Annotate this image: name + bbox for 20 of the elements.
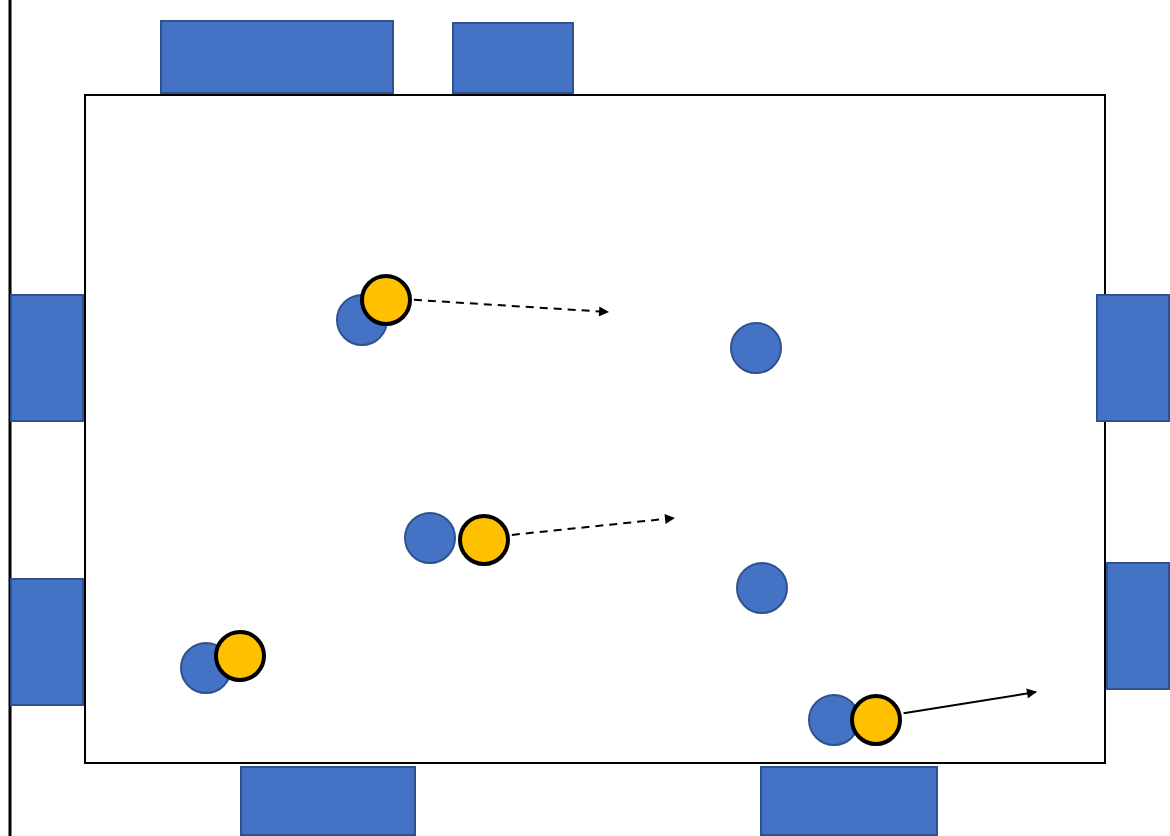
play-area [84,94,1106,764]
wall-segment [240,766,416,836]
wall-segment [1096,294,1170,422]
arrow [510,513,675,536]
target-disc [360,274,412,326]
player-disc [730,322,782,374]
arrow [902,688,1037,715]
wall-segment [760,766,938,836]
player-disc [808,694,860,746]
wall-segment [1106,562,1170,690]
target-disc [214,630,266,682]
wall-segment [10,578,84,706]
player-disc [736,562,788,614]
target-disc [458,514,510,566]
wall-segment [160,20,394,94]
target-disc [850,694,902,746]
wall-segment [10,294,84,422]
player-disc [404,512,456,564]
arrow [412,298,609,317]
wall-segment [452,22,574,94]
